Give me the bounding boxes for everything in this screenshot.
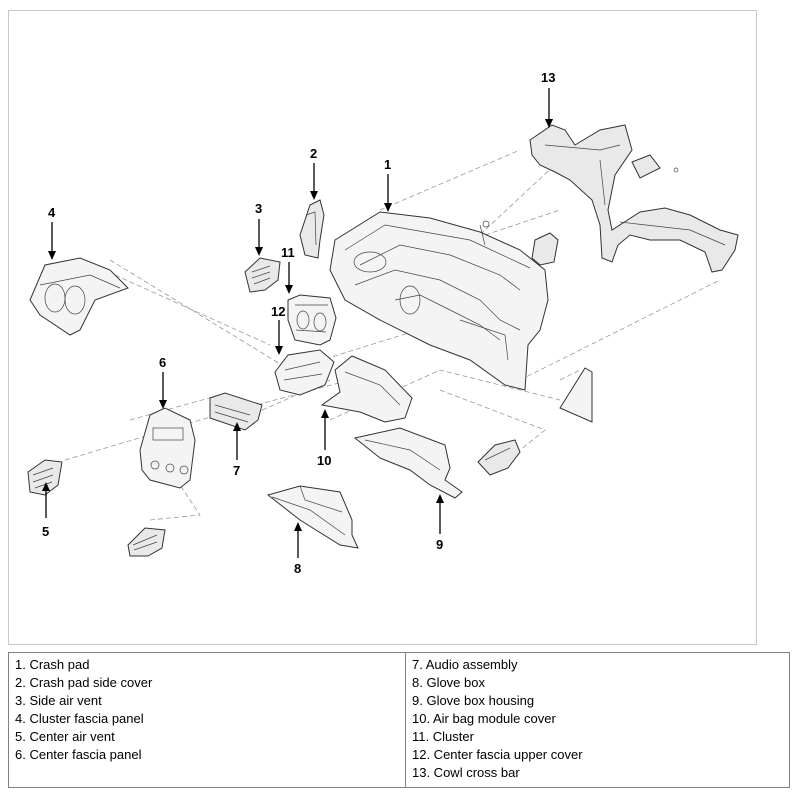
legend-item-11: 11. Cluster bbox=[412, 729, 474, 744]
callout-5: 5 bbox=[42, 524, 49, 539]
cowl-cross-bar bbox=[529, 124, 739, 273]
legend-item-4: 4. Cluster fascia panel bbox=[15, 711, 144, 726]
crash-pad bbox=[329, 211, 549, 391]
cluster bbox=[287, 294, 337, 346]
legend-column-right: 7. Audio assembly 8. Glove box 9. Glove … bbox=[405, 652, 790, 788]
callout-10: 10 bbox=[317, 453, 331, 468]
center-air-vent bbox=[27, 459, 166, 557]
glove-box-housing bbox=[353, 427, 463, 499]
legend-row: 1. Crash pad 2. Crash pad side cover 3. … bbox=[8, 652, 790, 788]
callout-labels: 1 2 3 4 5 6 7 8 9 10 11 12 13 bbox=[42, 70, 555, 576]
parts-legend-table: 1. Crash pad 2. Crash pad side cover 3. … bbox=[8, 652, 790, 788]
legend-item-8: 8. Glove box bbox=[412, 675, 485, 690]
air-bag-module-cover bbox=[320, 355, 413, 423]
legend-item-7: 7. Audio assembly bbox=[412, 657, 518, 672]
figure-frame bbox=[8, 10, 757, 645]
crash-pad-side-cover bbox=[299, 199, 325, 259]
legend-item-13: 13. Cowl cross bar bbox=[412, 765, 520, 780]
audio-assembly bbox=[209, 392, 263, 431]
exploded-parts-diagram: 1 2 3 4 5 6 7 8 9 10 11 12 13 bbox=[27, 70, 739, 576]
callout-4: 4 bbox=[48, 205, 56, 220]
legend-item-5: 5. Center air vent bbox=[15, 729, 115, 744]
side-trim-panel bbox=[559, 367, 593, 423]
callout-3: 3 bbox=[255, 201, 262, 216]
callout-13: 13 bbox=[541, 70, 555, 85]
callout-7: 7 bbox=[233, 463, 240, 478]
callout-9: 9 bbox=[436, 537, 443, 552]
center-fascia-upper-cover bbox=[274, 349, 335, 396]
legend-column-left: 1. Crash pad 2. Crash pad side cover 3. … bbox=[8, 652, 406, 788]
side-air-vent bbox=[244, 257, 281, 293]
callout-8: 8 bbox=[294, 561, 301, 576]
callout-arrows bbox=[42, 88, 553, 558]
legend-item-6: 6. Center fascia panel bbox=[15, 747, 142, 762]
callout-2: 2 bbox=[310, 146, 317, 161]
legend-item-12: 12. Center fascia upper cover bbox=[412, 747, 583, 762]
callout-6: 6 bbox=[159, 355, 166, 370]
legend-item-2: 2. Crash pad side cover bbox=[15, 675, 153, 690]
cluster-fascia-panel bbox=[29, 257, 129, 336]
legend-item-10: 10. Air bag module cover bbox=[412, 711, 556, 726]
legend-item-9: 9. Glove box housing bbox=[412, 693, 535, 708]
glove-box bbox=[266, 485, 359, 549]
center-fascia-panel bbox=[139, 407, 196, 489]
legend-item-1: 1. Crash pad bbox=[15, 657, 90, 672]
callout-12: 12 bbox=[271, 304, 285, 319]
legend-item-3: 3. Side air vent bbox=[15, 693, 102, 708]
callout-11: 11 bbox=[281, 245, 295, 260]
knee-bolster-panel bbox=[477, 439, 521, 476]
callout-1: 1 bbox=[384, 157, 391, 172]
